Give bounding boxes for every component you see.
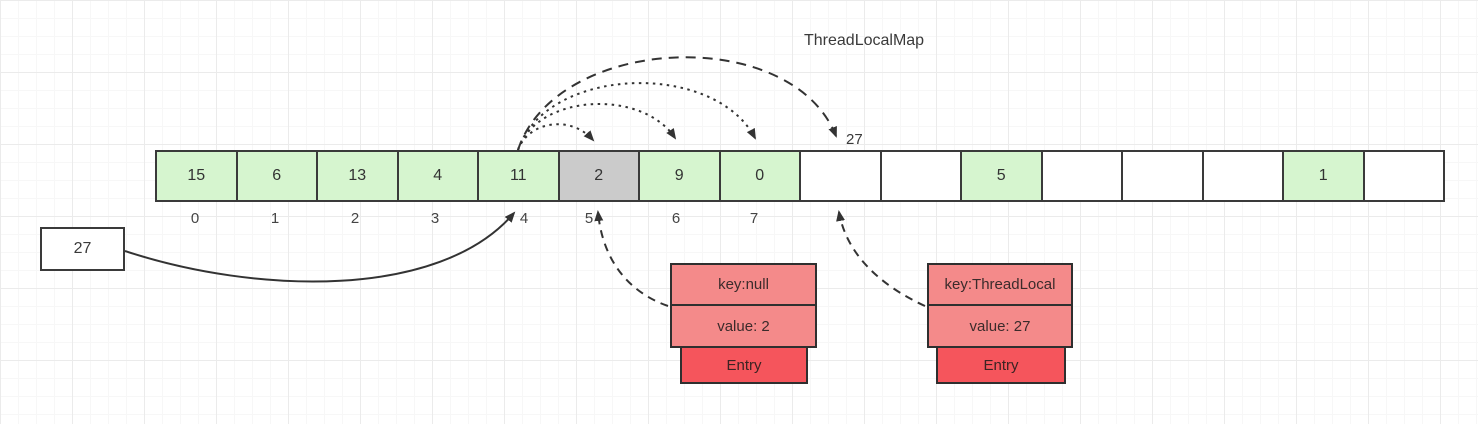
cell-value: 13 bbox=[348, 167, 367, 184]
live-entry-footer: Entry bbox=[936, 346, 1066, 384]
live-entry-key: key:ThreadLocal bbox=[929, 265, 1071, 306]
probe-arc-to-slot7 bbox=[517, 82, 756, 151]
cell-value: 5 bbox=[996, 167, 1006, 184]
index-label-7: 7 bbox=[749, 210, 759, 227]
cell-value: 6 bbox=[272, 167, 282, 184]
array-cell-13 bbox=[1201, 150, 1284, 202]
cell-value: 4 bbox=[433, 167, 443, 184]
array-cell-4: 11 bbox=[477, 150, 560, 202]
cell-value: 15 bbox=[187, 167, 206, 184]
array-cell-12 bbox=[1121, 150, 1204, 202]
array-cell-5: 2 bbox=[557, 150, 640, 202]
array-cell-15 bbox=[1362, 150, 1445, 202]
array-cell-7: 0 bbox=[718, 150, 801, 202]
array-cell-8 bbox=[799, 150, 882, 202]
diagram-title: ThreadLocalMap bbox=[804, 32, 925, 49]
stale-entry-box: key:null value: 2 bbox=[670, 263, 817, 348]
cell-value: 9 bbox=[674, 167, 684, 184]
index-label-4: 4 bbox=[519, 210, 529, 227]
probe-arc-to-slot5 bbox=[517, 123, 595, 151]
index-label-2: 2 bbox=[350, 210, 360, 227]
array-cell-11 bbox=[1040, 150, 1123, 202]
external-value-box: 27 bbox=[40, 227, 125, 271]
array-cell-10: 5 bbox=[960, 150, 1043, 202]
external-value: 27 bbox=[73, 240, 92, 257]
cell-value: 11 bbox=[509, 167, 527, 184]
index-label-0: 0 bbox=[190, 210, 200, 227]
cell-value: 0 bbox=[755, 167, 765, 184]
array-cell-3: 4 bbox=[396, 150, 479, 202]
live-entry-box: key:ThreadLocal value: 27 bbox=[927, 263, 1073, 348]
array-cell-1: 6 bbox=[235, 150, 318, 202]
cell-value: 2 bbox=[594, 167, 604, 184]
array-cell-9 bbox=[879, 150, 962, 202]
index-label-6: 6 bbox=[671, 210, 681, 227]
array-cell-2: 13 bbox=[316, 150, 399, 202]
live-entry-value: value: 27 bbox=[969, 317, 1031, 335]
array-cell-0: 15 bbox=[155, 150, 238, 202]
hash-array: 15 6 13 4 11 2 9 0 5 1 bbox=[155, 150, 1445, 202]
index-label-1: 1 bbox=[270, 210, 280, 227]
cell-value: 1 bbox=[1318, 167, 1328, 184]
stale-entry-key: key:null bbox=[672, 265, 815, 306]
slot8-incoming-value-label: 27 bbox=[846, 131, 863, 148]
array-cell-14: 1 bbox=[1282, 150, 1365, 202]
stale-entry-value: value: 2 bbox=[717, 317, 770, 335]
probe-arc-to-slot8 bbox=[517, 56, 837, 151]
stale-entry-footer: Entry bbox=[680, 346, 808, 384]
index-label-5: 5 bbox=[584, 210, 594, 227]
stale-entry-arrow-to-slot5 bbox=[594, 210, 669, 307]
probe-arc-to-slot6 bbox=[517, 102, 677, 151]
value-box-arrow-to-slot4 bbox=[124, 211, 516, 283]
array-cell-6: 9 bbox=[638, 150, 721, 202]
live-entry-arrow-to-slot8 bbox=[836, 210, 926, 307]
index-label-3: 3 bbox=[430, 210, 440, 227]
